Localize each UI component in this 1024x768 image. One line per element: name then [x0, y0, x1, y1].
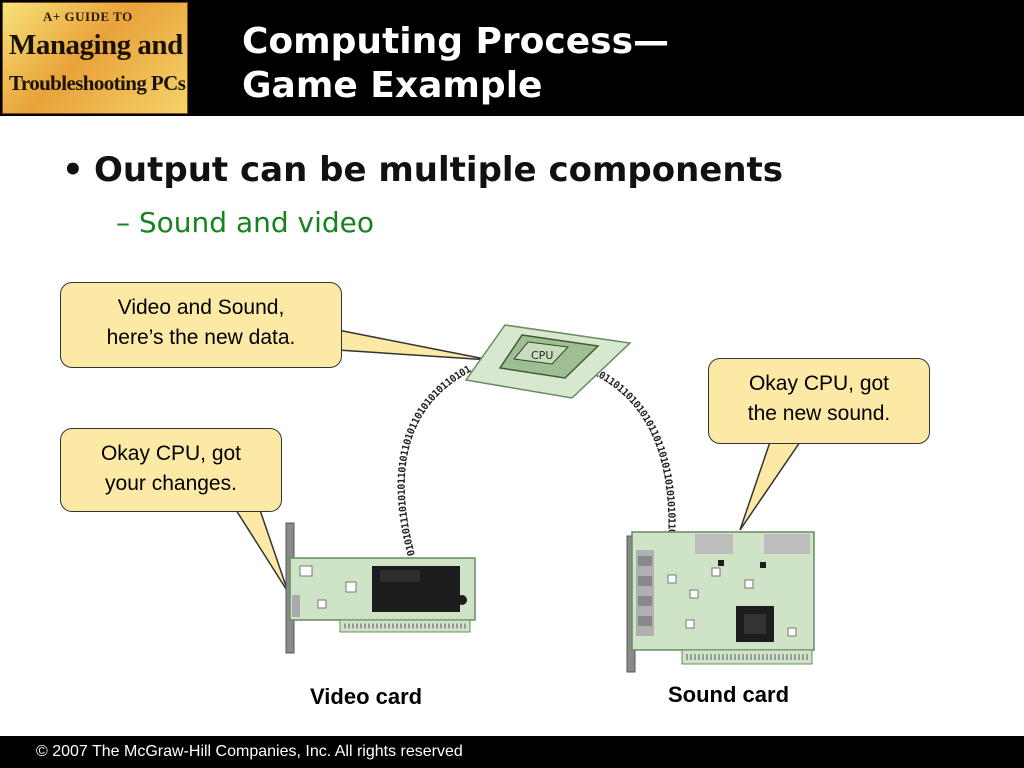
slide-title-line-1: Computing Process—: [242, 21, 670, 62]
slide-header: A+ GUIDE TO Managing and Troubleshooting…: [0, 0, 1024, 116]
logo-line-1: A+ GUIDE TO: [43, 9, 133, 24]
copyright-text: © 2007 The McGraw-Hill Companies, Inc. A…: [36, 743, 463, 760]
cpu-callout-line-2: here’s the new data.: [106, 326, 296, 349]
sound-callout-line-2: the new sound.: [747, 402, 891, 425]
sub-bullet-text: – Sound and video: [116, 206, 375, 239]
sound-card-image: [626, 531, 815, 673]
book-logo: A+ GUIDE TO Managing and Troubleshooting…: [2, 2, 188, 114]
bullet-item: •Output can be multiple components: [62, 150, 783, 190]
bullet-dot-icon: •: [62, 150, 84, 190]
logo-line-2: Managing and: [9, 29, 183, 61]
video-card-label: Video card: [310, 684, 423, 709]
bullet-text: Output can be multiple components: [94, 150, 784, 190]
video-callout-line-2: your changes.: [105, 472, 237, 495]
video-card-image: [285, 522, 476, 654]
video-speech-callout: Okay CPU, got your changes.: [60, 428, 282, 512]
cpu-callout-tail: [337, 329, 491, 361]
sound-speech-callout: Okay CPU, got the new sound.: [708, 358, 930, 444]
slide-title: Computing Process— Game Example: [242, 20, 862, 108]
sound-callout-line-1: Okay CPU, got: [748, 372, 890, 395]
video-callout-tail: [234, 509, 289, 593]
sound-callout-tail: [739, 441, 802, 531]
slide-footer: © 2007 The McGraw-Hill Companies, Inc. A…: [0, 736, 1024, 768]
cpu-callout-line-1: Video and Sound,: [117, 296, 285, 319]
logo-line-3: Troubleshooting PCs: [9, 71, 186, 95]
cpu-speech-callout: Video and Sound, here’s the new data.: [60, 282, 342, 368]
sound-card-label: Sound card: [668, 682, 790, 707]
slide-title-line-2: Game Example: [242, 65, 543, 106]
cpu-chip-label: CPU: [531, 349, 553, 362]
cpu-chip: CPU: [464, 324, 632, 399]
video-callout-line-1: Okay CPU, got: [100, 442, 242, 465]
